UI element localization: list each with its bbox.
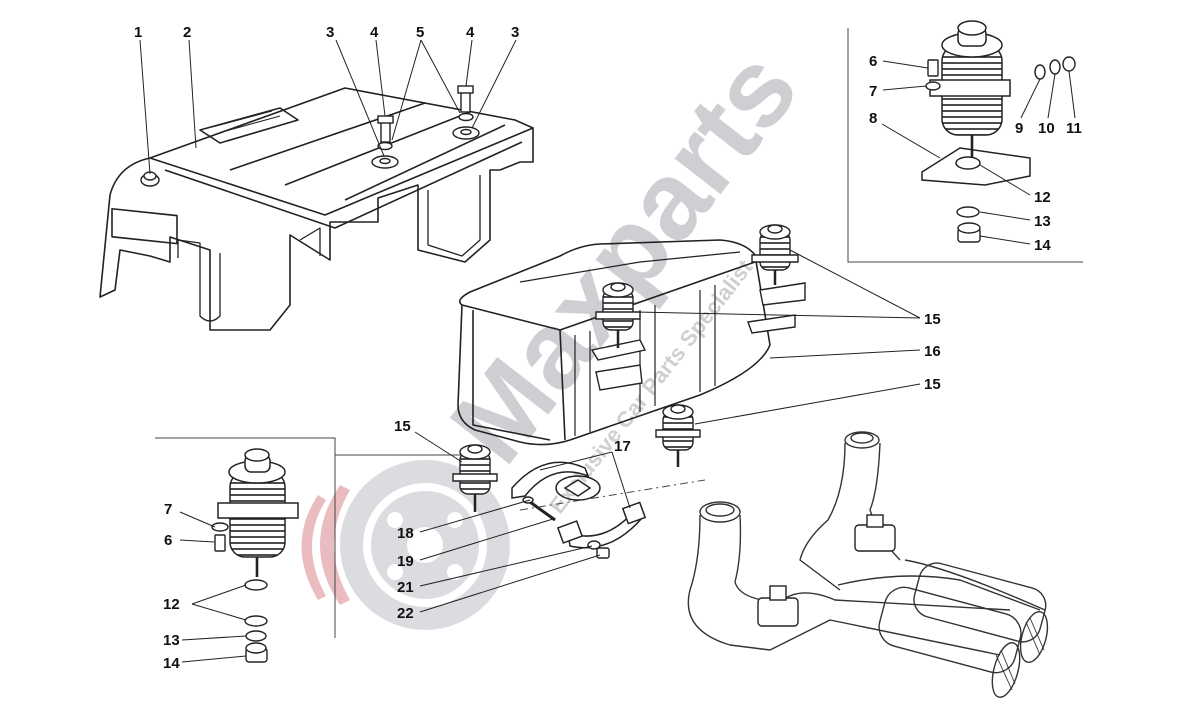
callout-19: 19 <box>397 553 414 570</box>
washer-7-bottom <box>211 522 229 532</box>
callout-11: 11 <box>1066 120 1082 137</box>
rubber-mount-lower-right <box>655 404 701 467</box>
washer-3-right <box>452 126 480 140</box>
inset-mount-bottom-left <box>217 448 299 577</box>
leader-lines <box>139 39 1076 663</box>
callout-16: 16 <box>924 343 941 360</box>
inset-top-small-parts <box>925 56 1076 243</box>
nut-14-top <box>957 222 981 243</box>
silencer-brackets <box>590 282 806 391</box>
rubber-mount-top-right <box>751 224 799 285</box>
callout-4-left: 4 <box>370 24 379 41</box>
callout-13-top: 13 <box>1034 213 1051 230</box>
bolt-6-bottom <box>214 534 226 552</box>
callout-6-bottom: 6 <box>164 532 172 549</box>
callout-9: 9 <box>1015 120 1023 137</box>
washer-12-bottom-a <box>244 579 268 591</box>
grommet-1 <box>140 171 160 187</box>
nut-22 <box>596 547 610 559</box>
heat-shield-cover <box>99 87 534 331</box>
callout-14-top: 14 <box>1034 237 1051 254</box>
rubber-mount-center <box>595 282 641 348</box>
rubber-mount-lower-left <box>452 444 498 512</box>
washer-3-left <box>371 155 399 169</box>
callout-5: 5 <box>416 24 424 41</box>
callout-13-bottom: 13 <box>163 632 180 649</box>
callout-7-top: 7 <box>869 83 877 100</box>
callout-14-bottom: 14 <box>163 655 180 672</box>
callout-15-upper: 15 <box>924 311 941 328</box>
pipe-flanges <box>757 514 896 627</box>
callout-8: 8 <box>869 110 877 127</box>
section-frames <box>155 28 1083 638</box>
silencer-muffler <box>457 239 771 446</box>
washer-7-top <box>925 81 941 91</box>
inset-mount-top-right <box>921 20 1031 186</box>
callout-21: 21 <box>397 579 414 596</box>
bolt-6-top <box>927 59 939 77</box>
washer-21 <box>587 540 601 550</box>
callout-12-bottom: 12 <box>163 596 180 613</box>
washer-13-top <box>956 206 980 218</box>
exhaust-clamp <box>511 461 647 549</box>
callout-7-bottom: 7 <box>164 501 172 518</box>
callout-3-left: 3 <box>326 24 334 41</box>
callout-18: 18 <box>397 525 414 542</box>
callout-17: 17 <box>614 438 631 455</box>
ring-9 <box>1034 64 1046 80</box>
nut-14-bottom <box>245 642 268 663</box>
washer-12-bottom-b <box>244 615 268 627</box>
bolt-4-right <box>457 85 474 122</box>
callout-4-right: 4 <box>466 24 475 41</box>
inset-bottom-small-parts <box>211 522 268 663</box>
callout-6-top: 6 <box>869 53 877 70</box>
clamp-axis-line <box>519 479 706 511</box>
callout-1: 1 <box>134 24 142 41</box>
callout-22: 22 <box>397 605 414 622</box>
ring-10 <box>1049 59 1061 75</box>
callout-15-lower: 15 <box>394 418 411 435</box>
callout-10: 10 <box>1038 120 1055 137</box>
watermark-gear-logo <box>301 460 510 630</box>
callout-3-right: 3 <box>511 24 519 41</box>
callout-2: 2 <box>183 24 191 41</box>
top-right-inset-frame <box>847 28 1083 263</box>
ring-11 <box>1062 56 1076 72</box>
exhaust-pipes <box>687 431 1049 698</box>
callout-12-top: 12 <box>1034 189 1051 206</box>
bolt-4-left <box>377 115 394 151</box>
washer-13-bottom <box>245 630 267 642</box>
callout-15-middle: 15 <box>924 376 941 393</box>
callout-labels: 1 2 3 4 5 4 3 6 7 8 9 10 11 12 13 14 15 … <box>134 24 1082 672</box>
cover-hardware <box>140 85 480 187</box>
bottom-left-inset-frame <box>155 437 336 638</box>
